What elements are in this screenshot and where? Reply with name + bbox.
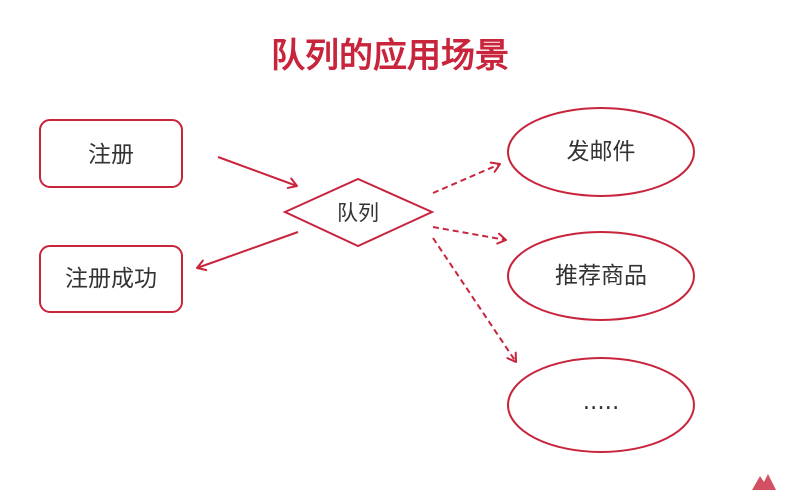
register-label: 注册 xyxy=(88,142,134,168)
queue-diamond xyxy=(282,177,435,248)
register-success-box xyxy=(39,245,183,313)
node-more: ..... xyxy=(507,357,695,453)
page-title: 队列的应用场景 xyxy=(271,36,509,76)
send-email-ellipse xyxy=(507,107,695,197)
node-queue: 队列 xyxy=(282,177,435,248)
logo-icon xyxy=(752,474,776,490)
arrow-queue-to-more xyxy=(432,237,517,363)
more-ellipse xyxy=(507,357,695,453)
send-email-label: 发邮件 xyxy=(567,139,636,165)
node-register: 注册 xyxy=(39,119,183,188)
node-send-email: 发邮件 xyxy=(507,107,695,197)
recommend-ellipse xyxy=(507,231,695,321)
arrow-queue-to-register-success xyxy=(196,231,299,272)
register-box xyxy=(39,119,183,188)
arrow-queue-to-recommend xyxy=(432,226,507,245)
recommend-label: 推荐商品 xyxy=(555,263,647,289)
register-success-label: 注册成功 xyxy=(65,266,157,292)
corner-logo xyxy=(752,474,776,490)
arrow-queue-to-send-email xyxy=(432,161,501,194)
more-label: ..... xyxy=(583,389,620,415)
node-recommend: 推荐商品 xyxy=(507,231,695,321)
node-register-success: 注册成功 xyxy=(39,245,183,313)
queue-label: 队列 xyxy=(337,201,379,225)
arrow-register-to-queue xyxy=(217,156,298,189)
